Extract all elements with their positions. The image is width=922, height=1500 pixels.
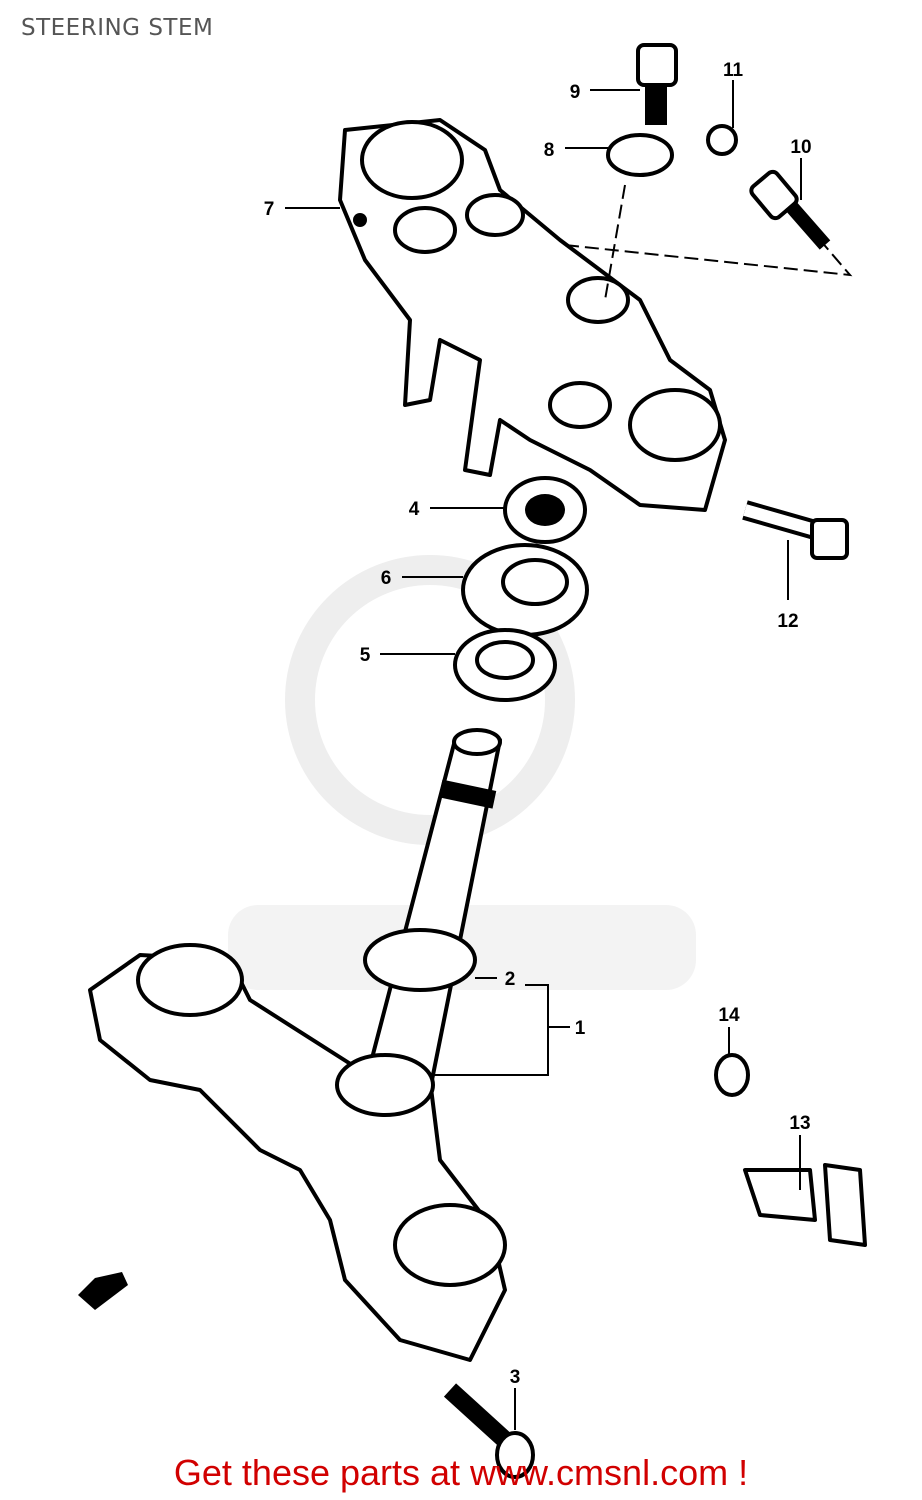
bolt-10-part[interactable] <box>749 169 831 250</box>
front-arrow-icon <box>78 1272 128 1310</box>
footer-link[interactable]: Get these parts at www.cmsnl.com ! <box>173 1452 749 1493</box>
callout-12: 12 <box>777 611 798 632</box>
bolt-9-part[interactable] <box>636 43 678 125</box>
callout-11: 11 <box>723 60 744 81</box>
callout-9: 9 <box>570 82 581 103</box>
clip-14-part[interactable] <box>714 1053 750 1097</box>
upper-bracket-part[interactable] <box>338 118 727 512</box>
bearing-2-part[interactable] <box>363 928 477 992</box>
nut-11-part[interactable] <box>706 124 738 156</box>
lock-13-part[interactable] <box>743 1163 867 1247</box>
callout-6: 6 <box>381 568 392 589</box>
page-title: STEERING STEM <box>21 15 214 41</box>
callout-4: 4 <box>409 499 420 520</box>
callout-1: 1 <box>575 1018 586 1039</box>
callout-3: 3 <box>510 1367 521 1388</box>
callout-2: 2 <box>505 969 516 990</box>
leader-lines <box>285 80 802 1430</box>
bolt-3-part[interactable] <box>443 1383 535 1479</box>
callout-8: 8 <box>544 140 555 161</box>
callout-13: 13 <box>789 1113 810 1134</box>
callout-5: 5 <box>360 645 371 666</box>
bolt-12-part[interactable] <box>742 500 849 560</box>
steering-stem-part[interactable] <box>88 728 507 1362</box>
callout-14: 14 <box>718 1005 740 1026</box>
callout-10: 10 <box>790 137 811 158</box>
washer-8-part[interactable] <box>606 133 674 177</box>
callout-7: 7 <box>264 199 275 220</box>
